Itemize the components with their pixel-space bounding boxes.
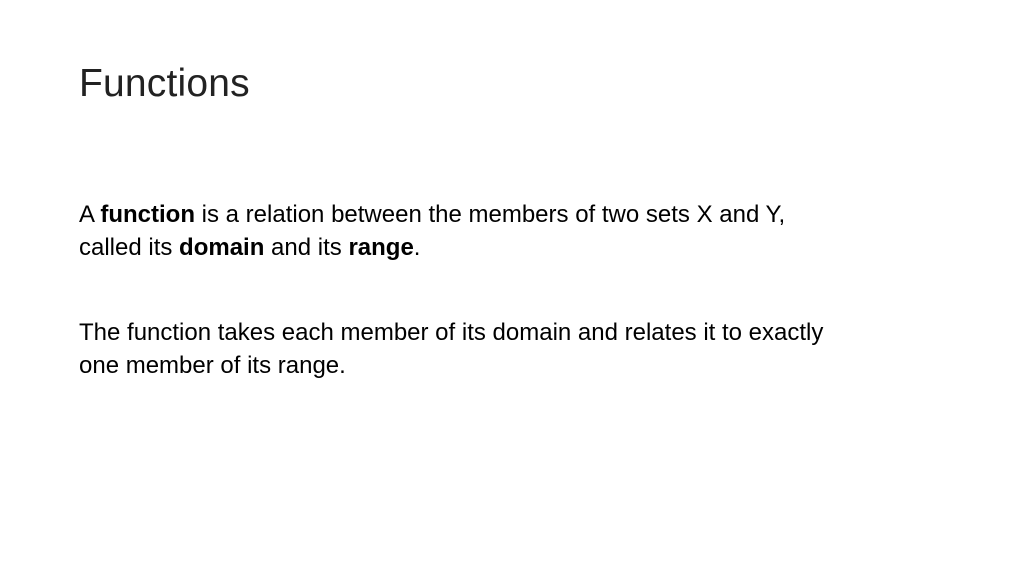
definition-paragraph: A function is a relation between the mem…	[79, 198, 959, 264]
text-run: and its	[264, 234, 349, 261]
text-run: .	[413, 234, 421, 261]
slide-body: A function is a relation between the mem…	[79, 198, 959, 382]
text-run: A	[79, 201, 101, 228]
text-run: is a relation between the members of two…	[195, 201, 786, 228]
term-domain: domain	[179, 234, 265, 261]
term-range: range	[348, 234, 414, 261]
text-run: called its	[79, 234, 180, 261]
text-line: one member of its range.	[79, 352, 346, 379]
explanation-paragraph: The function takes each member of its do…	[79, 316, 959, 382]
term-function: function	[100, 201, 195, 228]
text-line: The function takes each member of its do…	[79, 319, 824, 346]
slide-title: Functions	[79, 62, 250, 105]
